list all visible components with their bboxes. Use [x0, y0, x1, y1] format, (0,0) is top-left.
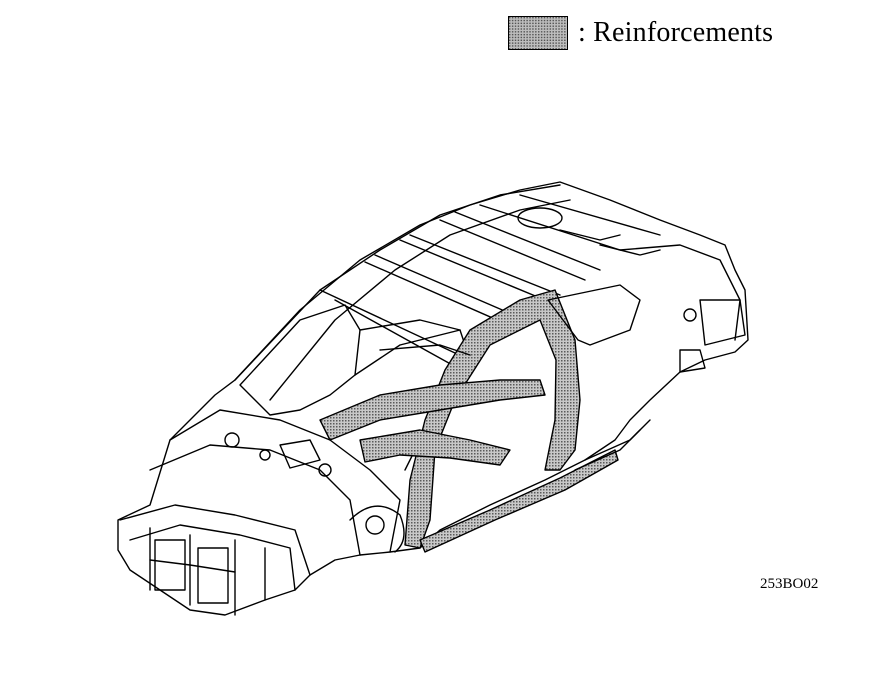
b-pillar-reinforcement	[404, 289, 581, 549]
reinforcement-swatch	[508, 16, 568, 50]
sill-reinforcement	[419, 449, 619, 553]
floor-reinforcement	[319, 379, 546, 441]
legend: : Reinforcements	[508, 16, 773, 50]
figure-code: 253BO02	[760, 576, 819, 592]
legend-label: : Reinforcements	[578, 17, 774, 48]
